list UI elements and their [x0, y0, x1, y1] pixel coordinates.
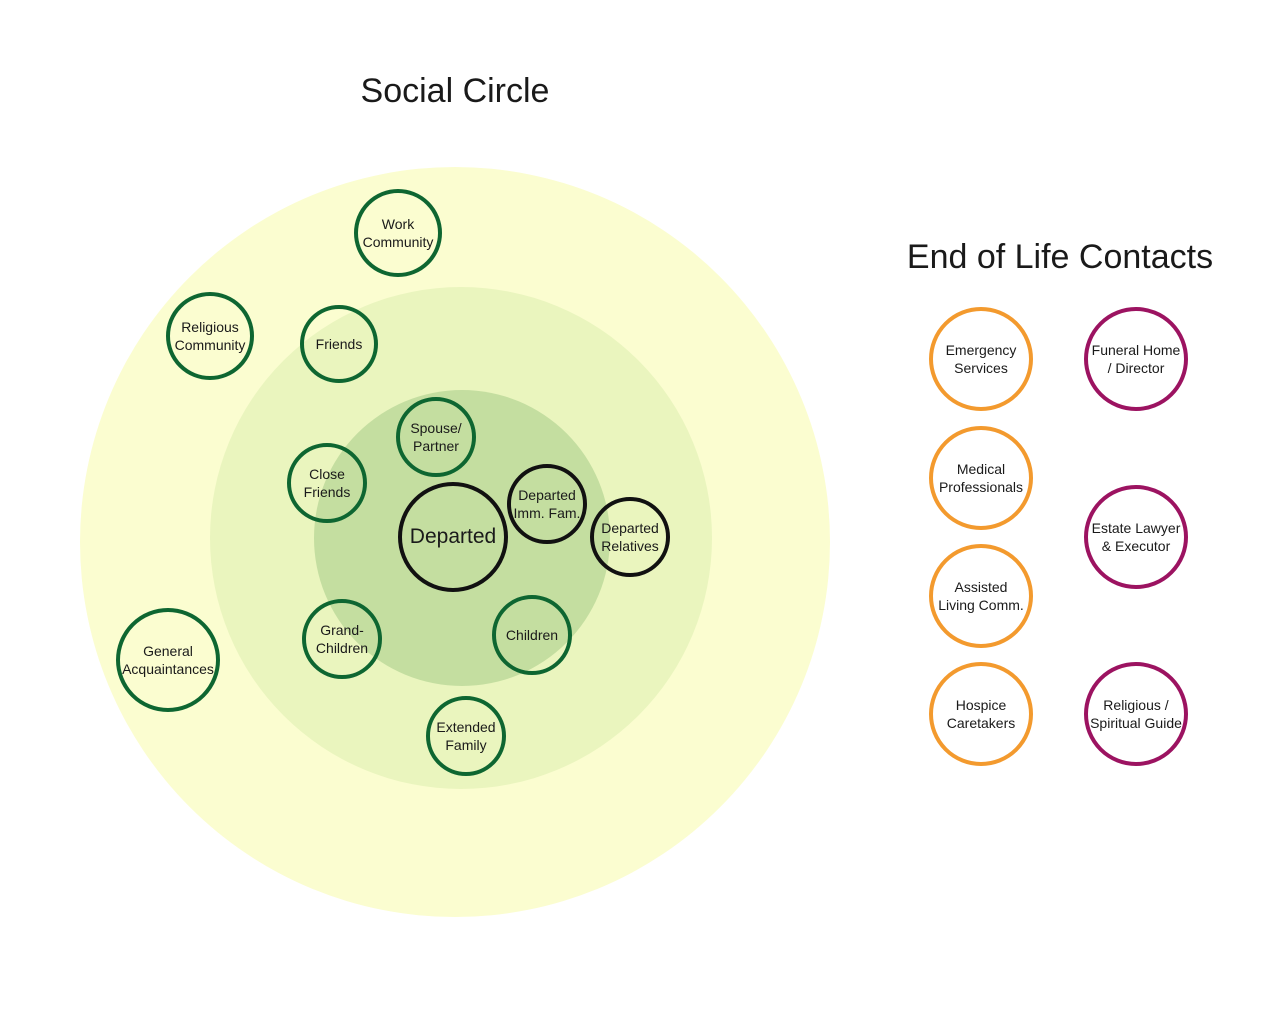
- children-node: Children: [492, 595, 572, 675]
- medical-professionals-node: Medical Professionals: [929, 426, 1033, 530]
- assisted-living-comm-node: Assisted Living Comm.: [929, 544, 1033, 648]
- departed-imm-fam-node: Departed Imm. Fam.: [507, 464, 587, 544]
- departed-relatives-node: Departed Relatives: [590, 497, 670, 577]
- emergency-services-node: Emergency Services: [929, 307, 1033, 411]
- grand-children-label: Grand- Children: [315, 622, 369, 656]
- work-community-node: Work Community: [354, 189, 442, 277]
- spouse-partner-node: Spouse/ Partner: [396, 397, 476, 477]
- friends-label: Friends: [315, 336, 363, 352]
- estate-lawyer-executor-label: Estate Lawyer & Executor: [1091, 520, 1181, 554]
- spouse-partner-label: Spouse/ Partner: [410, 420, 462, 454]
- end-of-life-title: End of Life Contacts: [906, 238, 1214, 276]
- general-acquaintances-node: General Acquaintances: [116, 608, 220, 712]
- estate-lawyer-executor-node: Estate Lawyer & Executor: [1084, 485, 1188, 589]
- work-community-label: Work Community: [362, 216, 434, 250]
- departed-label: Departed: [409, 525, 497, 548]
- assisted-living-comm-label: Assisted Living Comm.: [938, 579, 1024, 613]
- funeral-home-director-node: Funeral Home / Director: [1084, 307, 1188, 411]
- hospice-caretakers-node: Hospice Caretakers: [929, 662, 1033, 766]
- close-friends-node: Close Friends: [287, 443, 367, 523]
- social-circle-title: Social Circle: [360, 72, 550, 110]
- religious-community-node: Religious Community: [166, 292, 254, 380]
- medical-professionals-label: Medical Professionals: [938, 461, 1024, 495]
- grand-children-node: Grand- Children: [302, 599, 382, 679]
- extended-family-label: Extended Family: [436, 719, 496, 753]
- departed-relatives-label: Departed Relatives: [601, 520, 659, 554]
- funeral-home-director-label: Funeral Home / Director: [1091, 342, 1181, 376]
- religious-spiritual-guide-node: Religious / Spiritual Guide: [1084, 662, 1188, 766]
- friends-node: Friends: [300, 305, 378, 383]
- extended-family-node: Extended Family: [426, 696, 506, 776]
- religious-spiritual-guide-label: Religious / Spiritual Guide: [1090, 697, 1182, 731]
- general-acquaintances-label: General Acquaintances: [122, 643, 214, 677]
- children-label: Children: [505, 627, 559, 643]
- religious-community-label: Religious Community: [174, 319, 246, 353]
- close-friends-label: Close Friends: [303, 466, 351, 500]
- hospice-caretakers-label: Hospice Caretakers: [946, 697, 1016, 731]
- departed-imm-fam-label: Departed Imm. Fam.: [513, 487, 581, 521]
- emergency-services-label: Emergency Services: [945, 342, 1017, 376]
- departed-center-node: Departed: [398, 482, 508, 592]
